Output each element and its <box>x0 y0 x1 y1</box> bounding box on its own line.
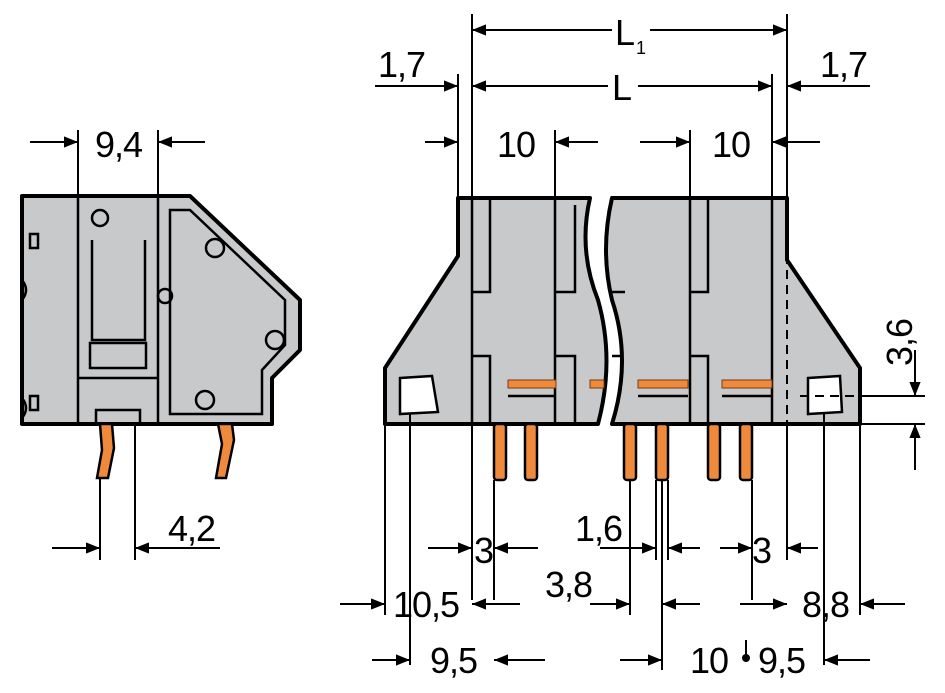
dim-length-total <box>471 14 788 198</box>
label-pitch-left: 10 <box>497 124 535 165</box>
label-overhang-left: 1,7 <box>378 44 425 85</box>
dim-offset-left <box>340 414 520 665</box>
label-offset-left: 10,5 <box>393 584 459 625</box>
label-length-total-sub: 1 <box>636 38 646 58</box>
dim-offset-mid <box>590 480 700 670</box>
label-length: L <box>612 67 631 108</box>
dim-offset-right <box>740 414 905 665</box>
label-side-width: 9,4 <box>95 124 142 165</box>
front-view <box>383 196 862 482</box>
dim-pin-width <box>600 480 700 560</box>
label-pitch-bottom-right: 9,5 <box>758 640 805 681</box>
label-offset-mid: 3,8 <box>545 564 592 605</box>
dim-side-pin-spacing <box>52 424 220 560</box>
dim-side-width <box>30 130 205 196</box>
label-pin-width: 1,6 <box>575 508 622 549</box>
pitch-dot-icon <box>742 654 750 662</box>
label-pitch-right: 10 <box>712 124 750 165</box>
dim-pitch-bottom-mid <box>620 640 750 666</box>
label-height: 3,6 <box>879 319 920 366</box>
dim-pitch-right <box>640 130 820 198</box>
label-pitch-bottom-mid: 10 <box>690 640 728 681</box>
label-gap-right: 3 <box>752 530 771 571</box>
label-gap-left: 3 <box>474 530 493 571</box>
label-side-pin-spacing: 4,2 <box>168 508 215 549</box>
dim-height <box>860 350 925 470</box>
label-offset-right: 8,8 <box>802 584 849 625</box>
dim-gap-left <box>428 424 538 600</box>
label-pitch-bottom-left: 9,5 <box>430 640 477 681</box>
label-length-total: L <box>615 12 634 53</box>
side-view <box>20 194 302 480</box>
dim-length <box>457 74 773 198</box>
label-overhang-right: 1,7 <box>820 44 867 85</box>
dim-gap-right <box>720 424 818 600</box>
dim-pitch-left <box>425 130 598 198</box>
